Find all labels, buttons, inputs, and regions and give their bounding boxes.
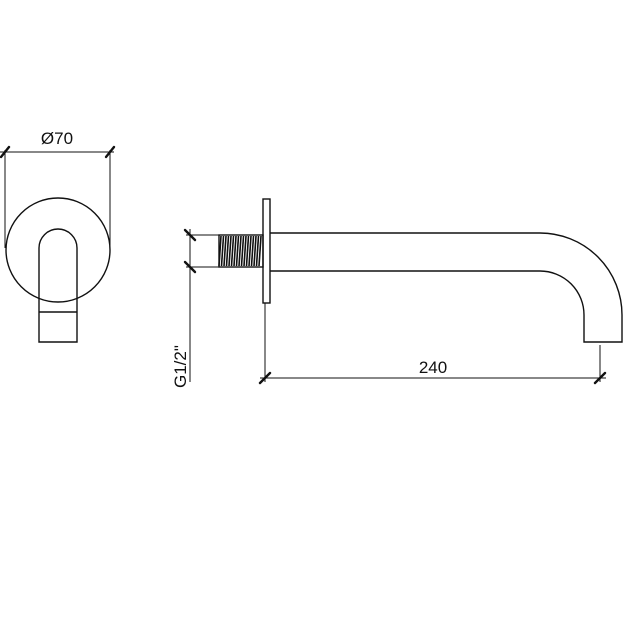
spout-front-profile [38, 228, 78, 343]
thread-line [243, 235, 247, 267]
thread-line [233, 235, 237, 267]
thread-line [255, 235, 260, 267]
thread-line [240, 235, 245, 267]
length-tick-left [258, 371, 272, 385]
thread-tick-top [183, 228, 197, 242]
thread-line [218, 235, 222, 267]
spout-side-profile [270, 232, 623, 343]
thread-dimension: G1/2" [171, 228, 219, 388]
length-dimension: 240 [258, 303, 607, 385]
diameter-dimension: Ø70 [0, 129, 116, 248]
thread-line [230, 235, 235, 267]
thread-line [220, 235, 225, 267]
front-view [5, 197, 111, 343]
thread-line [225, 235, 230, 267]
length-label: 240 [419, 358, 447, 377]
wall-plate-side [262, 198, 271, 304]
thread-line [235, 235, 240, 267]
thread-line [223, 235, 227, 267]
thread-connector [218, 234, 264, 268]
diameter-tick-left [0, 145, 11, 159]
thread-line [258, 235, 262, 267]
thread-line [238, 235, 242, 267]
thread-line [228, 235, 232, 267]
side-view [218, 198, 623, 343]
thread-hatching [218, 235, 262, 267]
thread-line [250, 235, 255, 267]
thread-tick-bottom [183, 260, 197, 274]
length-tick-right [593, 371, 607, 385]
diameter-tick-right [104, 145, 116, 159]
thread-line [245, 235, 250, 267]
thread-label: G1/2" [171, 345, 190, 388]
thread-line [248, 235, 252, 267]
thread-line [253, 235, 257, 267]
diameter-label: Ø70 [41, 129, 73, 148]
wall-plate-circle [5, 197, 111, 303]
